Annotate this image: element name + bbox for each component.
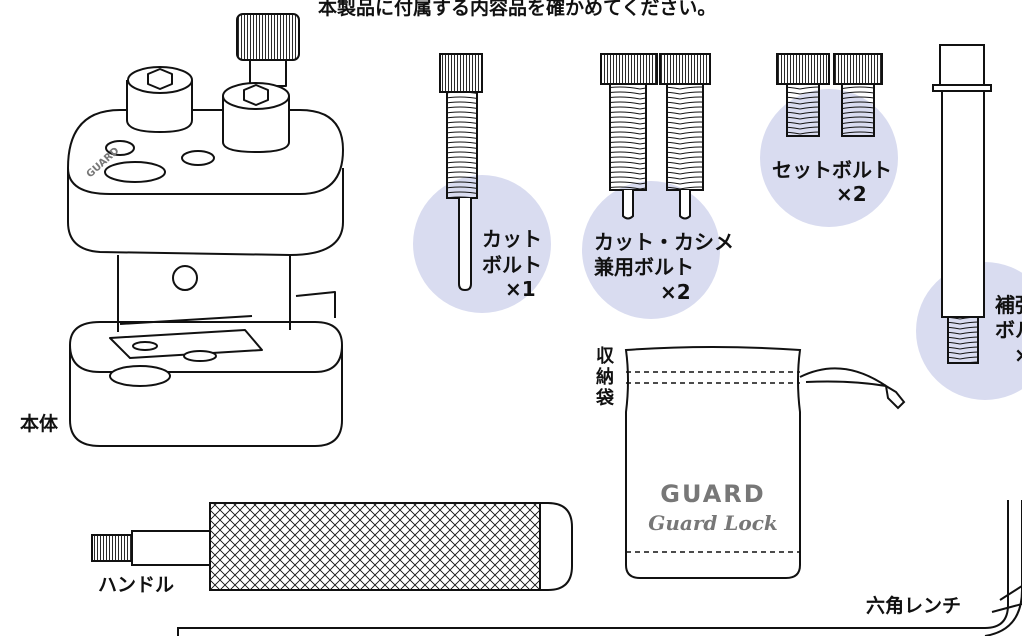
cut-bolt-qty: ×1 (505, 277, 536, 301)
label-handle: ハンドル (98, 574, 174, 596)
handle-illustration (91, 502, 573, 591)
set-bolt-qty: ×2 (836, 182, 867, 206)
cut-rivet-bolt-illustration (600, 53, 711, 220)
label-cut-rivet-bolt: カット・カシメ 兼用ボルト ×2 (594, 230, 734, 304)
reinforce-bolt-illustration (932, 44, 992, 364)
label-body: 本体 (20, 412, 59, 435)
pouch-logo: GUARD (660, 480, 765, 508)
reinforce-bolt-qty: × (1014, 343, 1022, 367)
set-bolt-illustration (776, 53, 883, 137)
cut-rivet-bolt-name-2: 兼用ボルト (594, 255, 694, 279)
pouch-label-char-3: 袋 (595, 387, 615, 409)
label-pouch: 収 納 袋 (595, 346, 615, 409)
main-body-illustration (67, 13, 344, 447)
cut-bolt-illustration (439, 53, 483, 292)
highlight-circle-cut-bolt (413, 175, 551, 313)
label-hex-wrench: 六角レンチ (866, 594, 961, 617)
pouch-illustration (624, 346, 906, 579)
cut-bolt-name-2: ボルト (482, 253, 542, 277)
label-set-bolt: セットボルト ×2 (772, 158, 892, 206)
pouch-label-char-2: 納 (596, 366, 614, 388)
reinforce-bolt-name-2: ボル (995, 318, 1022, 342)
pouch-label-char-1: 収 (596, 346, 615, 367)
cut-rivet-bolt-name-1: カット・カシメ (594, 230, 734, 254)
label-reinforce-bolt: 補強 ボル × (994, 293, 1022, 367)
set-bolt-name: セットボルト (772, 158, 892, 182)
cut-rivet-bolt-qty: ×2 (660, 280, 691, 304)
header-text: 本製品に付属する内容品を確かめてください。 (318, 0, 716, 19)
cut-bolt-name-1: カット (482, 227, 542, 251)
label-cut-bolt: カット ボルト ×1 (482, 227, 542, 301)
reinforce-bolt-name-1: 補強 (994, 293, 1022, 317)
pouch-brand: Guard Lock (648, 511, 778, 535)
